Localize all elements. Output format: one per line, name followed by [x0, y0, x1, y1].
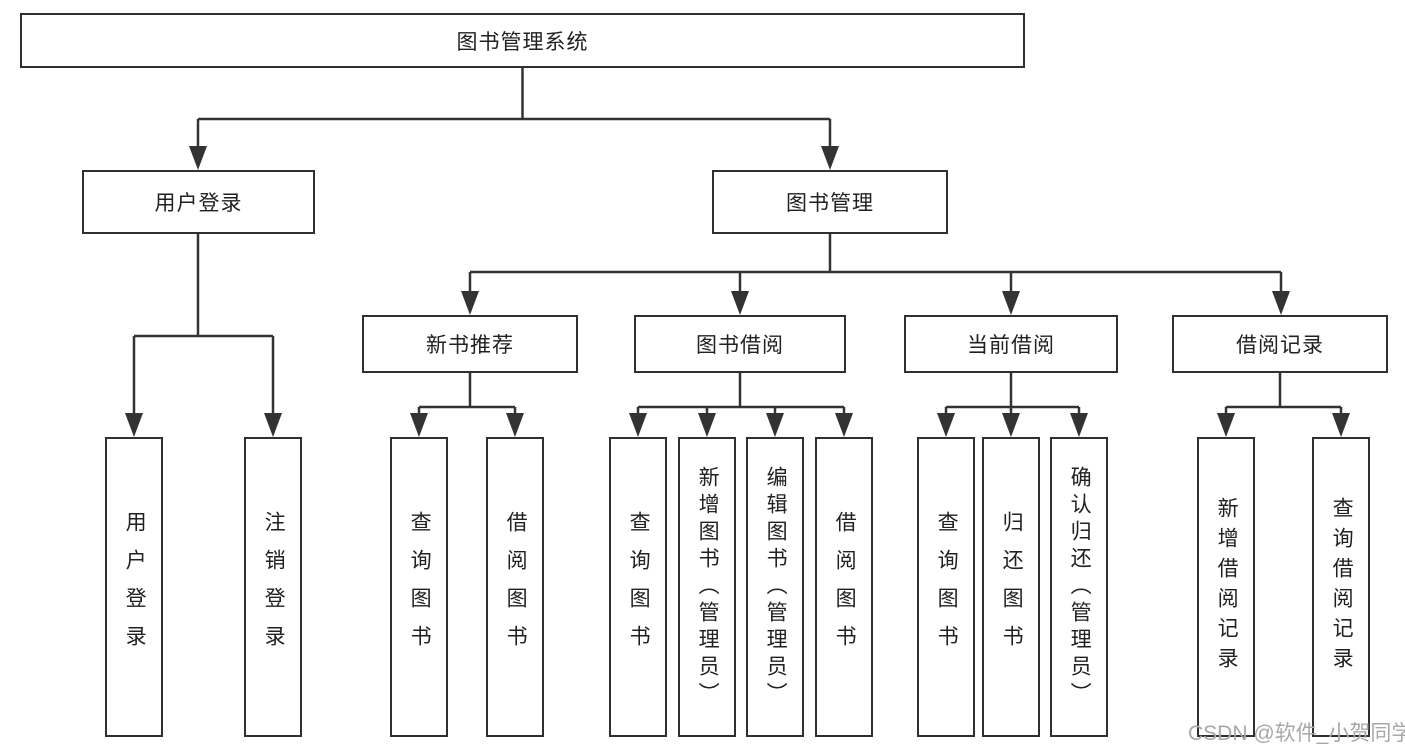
connector-current-to-leaves	[944, 373, 1081, 417]
node-book-borrowing: 图书借阅	[634, 315, 846, 373]
node-label: 注销登录	[262, 511, 286, 663]
node-label: 借阅图书	[833, 511, 857, 663]
node-label: 查询借阅记录	[1330, 497, 1354, 677]
arrowhead	[731, 291, 749, 315]
node-leaf-borrow-books-1: 借阅图书	[486, 437, 544, 737]
node-book-management: 图书管理	[712, 170, 948, 234]
node-label: 新增图书（管理员）	[696, 465, 720, 709]
arrowhead	[1217, 413, 1235, 437]
connector-root-to-level2	[196, 68, 832, 150]
node-label: 查询图书	[408, 511, 432, 663]
node-label: 新书推荐	[426, 334, 514, 357]
node-leaf-return-books: 归还图书	[982, 437, 1040, 737]
arrowheads	[125, 146, 1350, 437]
arrowhead	[1002, 413, 1020, 437]
node-library-management-system: 图书管理系统	[20, 13, 1025, 68]
arrowhead	[189, 146, 207, 170]
arrowhead	[698, 413, 716, 437]
connector-borrow-to-leaves	[636, 373, 846, 417]
arrowhead	[1332, 413, 1350, 437]
node-label: 用户登录	[154, 192, 243, 215]
arrowhead	[264, 413, 282, 437]
node-leaf-borrow-books-2: 借阅图书	[815, 437, 873, 737]
node-label: 图书管理系统	[456, 30, 589, 54]
node-new-book-recommendation: 新书推荐	[362, 315, 578, 373]
arrowhead	[1272, 291, 1290, 315]
arrowhead	[125, 413, 143, 437]
arrowhead	[506, 413, 524, 437]
arrowhead	[937, 413, 955, 437]
node-label: 归还图书	[1000, 511, 1024, 663]
node-label: 借阅图书	[504, 511, 528, 663]
node-leaf-edit-books-admin: 编辑图书（管理员）	[746, 437, 804, 737]
node-label: 用户登录	[123, 511, 147, 663]
node-leaf-query-books-1: 查询图书	[390, 437, 448, 737]
node-label: 当前借阅	[967, 334, 1055, 357]
connector-login-to-leaves	[132, 234, 275, 417]
node-leaf-query-borrow-record: 查询借阅记录	[1312, 437, 1370, 737]
node-leaf-logout: 注销登录	[244, 437, 302, 737]
node-label: 编辑图书（管理员）	[764, 465, 788, 709]
node-label: 图书管理	[786, 192, 874, 215]
arrowhead	[1070, 413, 1088, 437]
node-leaf-add-borrow-record: 新增借阅记录	[1197, 437, 1255, 737]
arrowhead	[821, 146, 839, 170]
connector-mgmt-to-level3	[468, 234, 1283, 295]
arrowhead	[766, 413, 784, 437]
node-current-borrowing: 当前借阅	[904, 315, 1118, 373]
connector-records-to-leaves	[1224, 373, 1343, 417]
node-leaf-query-books-3: 查询图书	[917, 437, 975, 737]
node-leaf-query-books-2: 查询图书	[609, 437, 667, 737]
node-label: 查询图书	[935, 511, 959, 663]
node-label: 查询图书	[627, 511, 651, 663]
node-leaf-confirm-return-admin: 确认归还（管理员）	[1050, 437, 1108, 737]
node-label: 借阅记录	[1236, 334, 1324, 357]
node-leaf-add-books-admin: 新增图书（管理员）	[678, 437, 736, 737]
arrowhead	[461, 291, 479, 315]
node-label: 图书借阅	[696, 334, 784, 357]
connector-newbooks-to-leaves	[417, 373, 517, 417]
arrowhead	[1002, 291, 1020, 315]
watermark: CSDN @软件_小贺同学	[1188, 722, 1405, 745]
arrowhead	[835, 413, 853, 437]
node-borrowing-records: 借阅记录	[1172, 315, 1388, 373]
node-label: 确认归还（管理员）	[1068, 465, 1092, 709]
node-user-login: 用户登录	[82, 170, 315, 234]
arrowhead	[410, 413, 428, 437]
node-label: 新增借阅记录	[1215, 497, 1239, 677]
node-leaf-user-login: 用户登录	[105, 437, 163, 737]
arrowhead	[629, 413, 647, 437]
